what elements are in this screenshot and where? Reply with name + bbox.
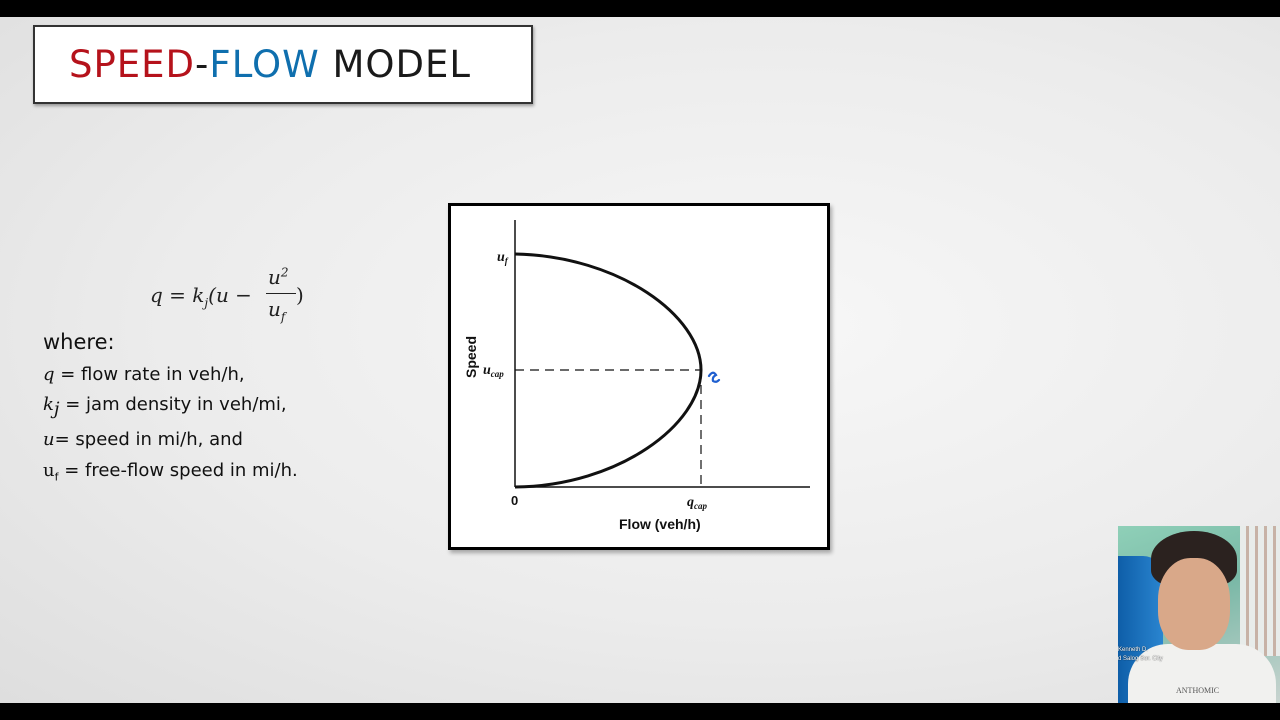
formula-denominator: uf xyxy=(268,297,285,324)
handwritten-annotation-mark xyxy=(707,371,721,383)
definition-symbol: u xyxy=(43,429,55,451)
definition-text: = flow rate in veh/h, xyxy=(54,363,245,385)
definition-kj: kj = jam density in veh/mi, xyxy=(43,390,298,425)
speed-flow-formula: q = kj(u − u2 uf ) xyxy=(150,261,350,331)
uf-label: uf xyxy=(497,250,509,266)
webcam-caption-line2: d Salog Sor. City xyxy=(1118,656,1163,662)
x-axis-label: Flow (veh/h) xyxy=(619,516,701,532)
origin-label: 0 xyxy=(511,493,518,508)
variable-definitions: where: q = flow rate in veh/h, kj = jam … xyxy=(43,327,298,493)
title-hyphen: - xyxy=(195,43,210,86)
webcam-caption: Kenneth D. d Salog Sor. City xyxy=(1118,646,1163,664)
webcam-shirt-text: ANTHOMIC xyxy=(1176,686,1220,695)
formula-num-sup: 2 xyxy=(280,265,289,280)
slide: SPEED-FLOW MODEL q = kj(u − u2 uf ) wher… xyxy=(0,17,1280,703)
where-label: where: xyxy=(43,330,115,354)
uf-label-main: u xyxy=(497,250,505,265)
formula-lhs-text: q = k xyxy=(150,283,205,307)
formula-lhs-rest: (u − xyxy=(208,283,252,307)
uf-label-sub: f xyxy=(505,256,509,266)
definition-text: = jam density in veh/mi, xyxy=(59,394,287,415)
speed-flow-diagram: uf ucap qcap 0 Flow (veh/h) Speed xyxy=(448,203,830,550)
formula-numerator: u2 xyxy=(268,265,289,289)
ucap-label: ucap xyxy=(483,363,504,379)
presenter-webcam: Kenneth D. d Salog Sor. City ANTHOMIC xyxy=(1118,526,1280,703)
formula-num-text: u xyxy=(268,265,281,289)
qcap-label: qcap xyxy=(687,495,707,511)
title-word-speed: SPEED xyxy=(69,43,196,86)
formula-lhs: q = kj(u − xyxy=(150,283,252,310)
definition-symbol: u xyxy=(43,459,55,481)
definition-symbol: k xyxy=(43,394,54,415)
webcam-window xyxy=(1240,526,1280,656)
title-word-model: MODEL xyxy=(332,43,471,86)
y-axis-label: Speed xyxy=(463,336,479,378)
slide-title: SPEED-FLOW MODEL xyxy=(33,25,533,104)
definition-text: = speed in mi/h, and xyxy=(54,429,243,451)
qcap-label-sub: cap xyxy=(694,501,707,511)
definition-text: = free-flow speed in mi/h. xyxy=(58,459,298,481)
title-word-flow: FLOW xyxy=(209,43,320,86)
qcap-label-main: q xyxy=(687,495,694,510)
ucap-label-main: u xyxy=(483,363,491,378)
definition-symbol: q xyxy=(43,363,55,385)
definition-uf: uf = free-flow speed in mi/h. xyxy=(43,456,298,493)
title-space xyxy=(320,43,333,86)
formula-den-sub: f xyxy=(280,310,286,324)
formula-fraction-bar xyxy=(266,293,296,294)
webcam-face xyxy=(1158,558,1230,650)
definition-q: q = flow rate in veh/h, xyxy=(43,360,298,391)
ucap-label-sub: cap xyxy=(491,369,504,379)
formula-den-text: u xyxy=(268,297,281,321)
formula-lhs-sub: j xyxy=(204,296,209,310)
definition-symbol-sub: j xyxy=(53,398,60,420)
definition-symbol-sub: f xyxy=(54,470,59,484)
diagram-svg: uf ucap qcap 0 Flow (veh/h) Speed xyxy=(463,220,810,532)
webcam-shirt xyxy=(1128,644,1276,703)
definition-u: u= speed in mi/h, and xyxy=(43,425,298,456)
formula-close-paren: ) xyxy=(296,283,304,307)
webcam-caption-line1: Kenneth D. xyxy=(1118,647,1149,653)
